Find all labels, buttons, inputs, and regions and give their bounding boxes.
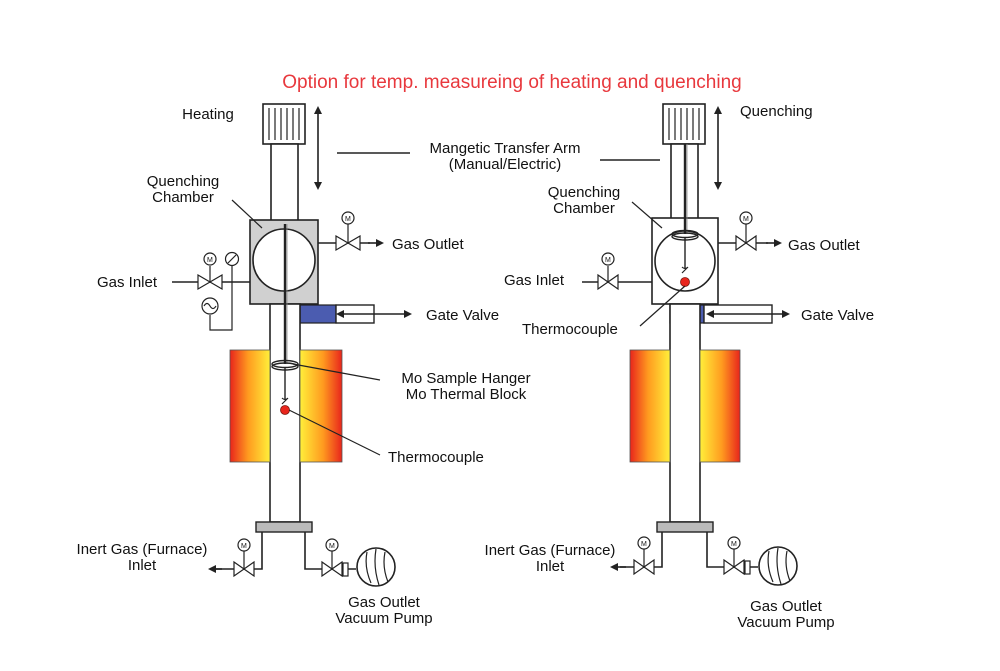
- svg-text:M: M: [207, 257, 213, 264]
- svg-text:M: M: [329, 543, 335, 550]
- right-pump-label-line1: Gas Outlet: [750, 598, 823, 615]
- svg-text:M: M: [743, 216, 749, 223]
- left-thermocouple-dot: [280, 405, 290, 415]
- right-thermocouple-label: Thermocouple: [522, 321, 618, 338]
- right-chamber-leader: [631, 201, 663, 229]
- right-mode-label: Quenching: [740, 103, 813, 120]
- left-transfer-arm-handle: [262, 103, 306, 225]
- left-hanger-label-line1: Mo Sample Hanger: [401, 370, 530, 387]
- right-gas-outlet-line: M: [718, 211, 782, 252]
- left-vacuum-pump: [356, 547, 396, 587]
- right-thermocouple-dot: [680, 277, 690, 287]
- left-inert-gas-line: M: [208, 532, 263, 578]
- left-thermocouple-label: Thermocouple: [388, 449, 484, 466]
- left-inert-gas-label-line1: Inert Gas (Furnace): [77, 541, 208, 558]
- left-gas-outlet-label: Gas Outlet: [392, 236, 465, 253]
- right-vacuum-pump-line: M: [706, 532, 798, 586]
- left-gate-valve-label: Gate Valve: [426, 307, 499, 324]
- left-assembly: M M M: [77, 103, 531, 627]
- right-gate-valve-label: Gate Valve: [801, 307, 874, 324]
- right-sample-hanger: [671, 229, 699, 274]
- left-bottom-flange: [255, 521, 313, 533]
- right-gas-outlet-label: Gas Outlet: [788, 237, 861, 254]
- left-pump-label-line1: Gas Outlet: [348, 594, 421, 611]
- right-inert-gas-line: M: [610, 532, 663, 576]
- left-thermocouple-leader: [288, 409, 381, 456]
- diagram-title: Option for temp. measureing of heating a…: [282, 72, 741, 93]
- left-pump-label-line2: Vacuum Pump: [335, 610, 432, 627]
- left-gas-inlet-label: Gas Inlet: [97, 274, 158, 291]
- right-thermocouple-leader: [639, 285, 686, 327]
- left-gate-valve: [299, 304, 412, 324]
- right-furnace: [629, 349, 741, 463]
- right-pump-label-line2: Vacuum Pump: [737, 614, 834, 631]
- left-mode-label: Heating: [182, 106, 234, 123]
- transfer-arm-label-line2: (Manual/Electric): [449, 156, 562, 173]
- left-sample-hanger: [271, 359, 299, 405]
- left-inert-gas-label-line2: Inlet: [128, 557, 157, 574]
- right-vacuum-pump: [758, 546, 798, 586]
- right-chamber-label-line2: Chamber: [553, 200, 615, 217]
- right-inert-gas-label-line2: Inlet: [536, 558, 565, 575]
- left-gas-inlet-line: M: [172, 251, 250, 331]
- left-gas-outlet-line: M: [318, 211, 384, 252]
- left-vacuum-pump-line: M: [304, 532, 396, 587]
- svg-text:M: M: [345, 216, 351, 223]
- left-chamber-label-line1: Quenching: [147, 173, 220, 190]
- left-chamber-label-line2: Chamber: [152, 189, 214, 206]
- left-chamber-leader: [231, 199, 263, 229]
- right-bottom-flange: [656, 521, 714, 533]
- right-assembly: M M M M: [485, 103, 875, 631]
- right-inert-gas-label-line1: Inert Gas (Furnace): [485, 542, 616, 559]
- svg-text:M: M: [731, 541, 737, 548]
- right-chamber-label-line1: Quenching: [548, 184, 621, 201]
- svg-text:M: M: [641, 541, 647, 548]
- right-gas-inlet-label: Gas Inlet: [504, 272, 565, 289]
- transfer-arm-label-line1: Mangetic Transfer Arm: [430, 140, 581, 157]
- right-main-tube: [669, 303, 701, 523]
- left-hanger-label-line2: Mo Thermal Block: [406, 386, 527, 403]
- svg-text:M: M: [241, 543, 247, 550]
- left-hanger-leader: [292, 363, 381, 381]
- svg-text:M: M: [605, 257, 611, 264]
- right-gas-inlet-line: M: [582, 252, 652, 291]
